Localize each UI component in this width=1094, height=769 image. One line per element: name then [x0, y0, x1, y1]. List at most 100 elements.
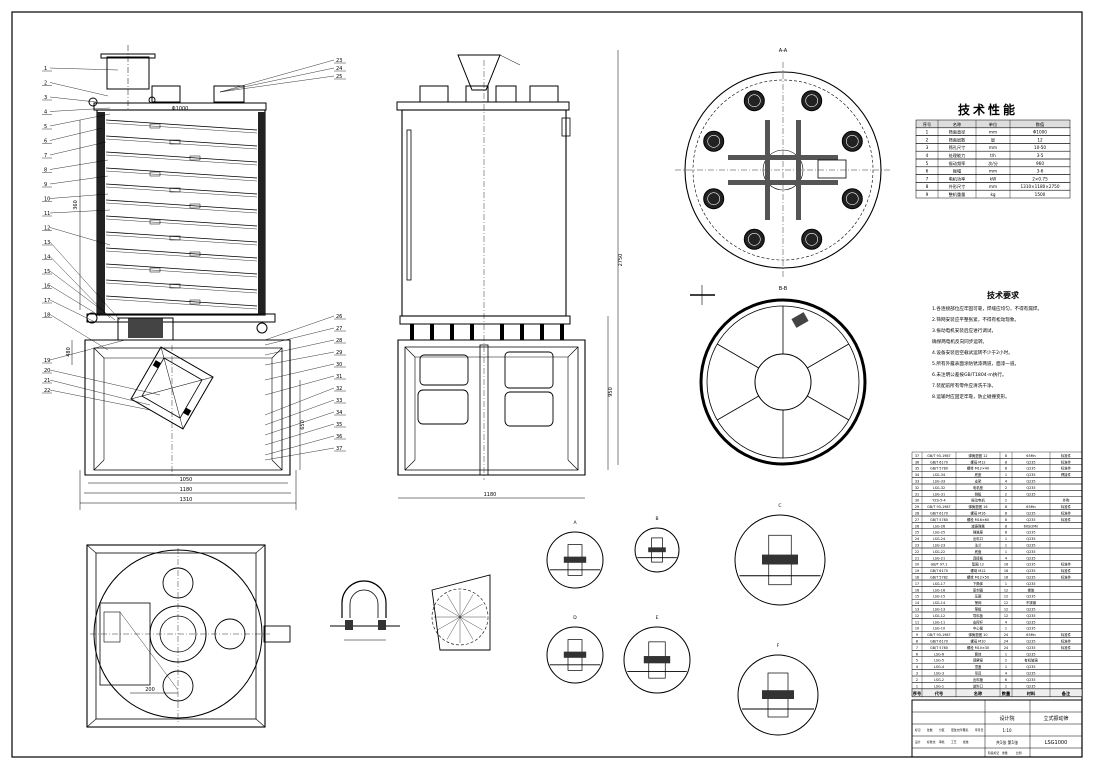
- callout-9: 9: [44, 182, 47, 188]
- bom-cell: 不锈钢: [1026, 600, 1037, 605]
- bom-cell: 支撑杆: [973, 619, 984, 624]
- bom-cell: 标准件: [1061, 453, 1072, 458]
- bom-cell: 1: [1005, 550, 1007, 554]
- tech-req-line: 6.未注明公差按GB/T1804-m执行。: [932, 371, 1007, 378]
- bom-cell: 8: [1005, 531, 1007, 535]
- callout-10: 10: [44, 197, 50, 203]
- callout-15: 15: [44, 269, 50, 275]
- callout-37: 37: [336, 446, 342, 452]
- bom-cell: 螺栓 M10×30: [967, 645, 989, 650]
- bom-cell: 法兰: [975, 543, 982, 548]
- bom-cell: 15: [915, 595, 919, 599]
- bom-cell: 底盘: [975, 549, 982, 554]
- bom-cell: GB/T 6170: [930, 460, 948, 464]
- bom-cell: 16: [915, 588, 919, 592]
- title-stage-label: 重量: [1002, 751, 1008, 755]
- perf-cell: 1310×1180×2750: [1021, 184, 1060, 189]
- bom-cell: 4: [1005, 672, 1007, 676]
- callout-26: 26: [336, 314, 342, 320]
- perf-cell: 7: [926, 176, 929, 181]
- callout-28: 28: [336, 338, 342, 344]
- bom-cell: 顶盖: [975, 664, 982, 669]
- bom-cell: Q235: [1026, 614, 1035, 618]
- bom-cell: 8: [1005, 454, 1007, 458]
- bom-cell: 筛框: [975, 607, 982, 612]
- front-width-mid: 1180: [180, 487, 193, 493]
- bom-cell: 34: [915, 473, 919, 477]
- perf-cell: 振动频率: [949, 160, 966, 167]
- title-label: 更改文件号: [951, 728, 965, 732]
- bom-cell: LSG-15: [933, 595, 945, 599]
- bom-cell: 8: [1005, 460, 1007, 464]
- perf-cell: Φ1000: [1033, 130, 1047, 135]
- bom-cell: 24: [1004, 646, 1008, 650]
- callout-23: 23: [336, 58, 342, 64]
- bom-cell: 5: [916, 659, 918, 663]
- callout-32: 32: [336, 386, 342, 392]
- callout-2: 2: [44, 81, 47, 87]
- callout-22: 22: [44, 388, 50, 394]
- bom-cell: 弹簧垫圈 12: [969, 453, 988, 458]
- bom-cell: 1: [1005, 684, 1007, 688]
- perf-cell: 筛孔尺寸: [949, 144, 966, 151]
- bom-header: 代号: [934, 690, 943, 697]
- title-label: 批准: [963, 740, 969, 744]
- callout-25: 25: [336, 74, 342, 80]
- bom-cell: Q235: [1026, 550, 1035, 554]
- perf-cell: 振幅: [953, 168, 961, 175]
- title-label: 处数: [927, 728, 933, 732]
- bom-cell: 下筒体: [973, 581, 984, 586]
- bom-cell: GB/T 6170: [930, 640, 948, 644]
- bom-cell: Q235: [1026, 582, 1035, 586]
- bom-cell: 1: [1005, 582, 1007, 586]
- callout-14: 14: [44, 255, 50, 261]
- bom-cell: 6: [1005, 678, 1007, 682]
- bom-cell: 筒体: [975, 651, 982, 656]
- bom-cell: 1: [1005, 627, 1007, 631]
- bom-cell: 弹簧座: [973, 530, 984, 535]
- front-side-dim: 480: [66, 347, 72, 357]
- title-label: 签名: [963, 728, 969, 732]
- bom-cell: 标准件: [1061, 466, 1072, 471]
- tech-requirements: 技术要求 1.各连接部位应牢固可靠，焊缝应均匀，不得有漏焊。2.筛网安装应平整张…: [932, 290, 1042, 400]
- bom-cell: 1: [1005, 537, 1007, 541]
- detail-label: B: [655, 516, 658, 522]
- bom-cell: LSG-13: [933, 608, 945, 612]
- bom-cell: 24: [915, 537, 919, 541]
- bom-cell: LSG-24: [933, 537, 945, 541]
- bom-cell: 31: [915, 492, 919, 496]
- bom-cell: 18: [915, 576, 919, 580]
- bom-cell: 7: [916, 646, 918, 650]
- side-base-width: 1180: [484, 492, 497, 498]
- bom-cell: 标准件: [1061, 517, 1072, 522]
- bom-cell: 26: [915, 524, 919, 528]
- bom-cell: 8: [1005, 512, 1007, 516]
- bom-cell: 标准件: [1061, 568, 1072, 573]
- bom-cell: 10: [915, 627, 919, 631]
- detail-label: E: [656, 615, 659, 621]
- perf-cell: 6: [926, 169, 929, 174]
- front-top-dim: Φ1000: [172, 106, 189, 112]
- perf-cell: 整机重量: [949, 191, 966, 198]
- perf-cell: t/h: [990, 153, 996, 158]
- bom-cell: Q235: [1026, 627, 1035, 631]
- bom-cell: 12: [915, 614, 919, 618]
- bom-cell: LSG-11: [933, 620, 945, 624]
- bom-cell: Q235: [1026, 595, 1035, 599]
- bom-header: 材料: [1026, 690, 1036, 697]
- callout-30: 30: [336, 362, 342, 368]
- title-label: 标准化: [927, 740, 936, 744]
- perf-cell: 1500: [1035, 192, 1046, 197]
- perf-cell: 筛面层数: [949, 136, 967, 143]
- title-stage-label: 阶段标记: [988, 751, 999, 755]
- bom-cell: 螺栓 M12×50: [967, 575, 989, 580]
- bom-cell: 6: [916, 652, 918, 656]
- title-label: 审核: [939, 740, 945, 744]
- bom-cell: Q235: [1026, 486, 1035, 490]
- bom-cell: 出料口: [973, 536, 983, 541]
- bom-cell: LSG-2: [934, 678, 944, 682]
- bom-cell: Q235: [1026, 563, 1035, 567]
- title-drawing-name: 立式振动筛: [1043, 715, 1068, 722]
- tech-req-line: 8.运输时应固定牢靠，防止碰撞变形。: [932, 393, 1010, 400]
